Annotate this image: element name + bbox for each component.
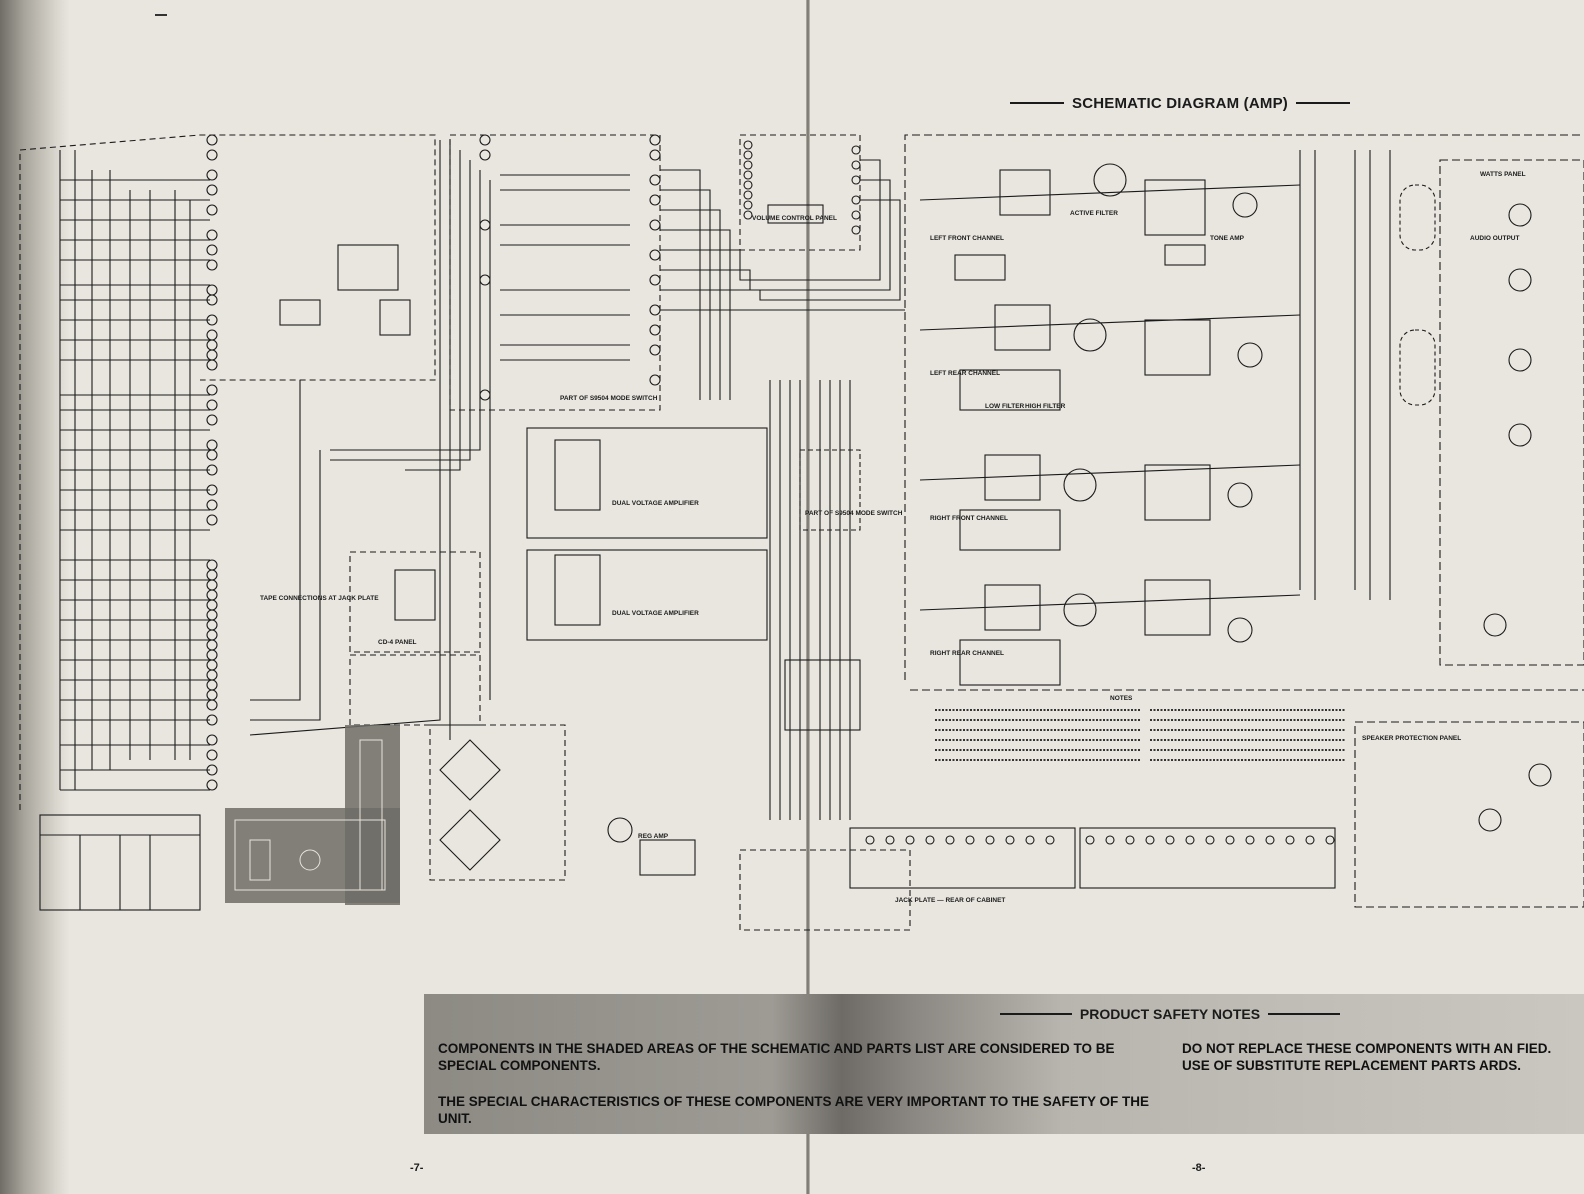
function-switch-strip — [849, 827, 1076, 889]
dual-voltage-amp-label-2: DUAL VOLTAGE AMPLIFIER — [612, 610, 699, 617]
book-binding-shadow — [0, 0, 70, 1194]
left-rear-label: LEFT REAR CHANNEL — [930, 370, 1000, 377]
dual-voltage-amp-label-1: DUAL VOLTAGE AMPLIFIER — [612, 500, 699, 507]
switch-contacts — [479, 134, 661, 401]
notes-text-lines — [935, 709, 1345, 761]
cd4-panel-box — [349, 551, 481, 653]
speaker-protection-label: SPEAKER PROTECTION PANEL — [1362, 735, 1461, 742]
right-front-label: RIGHT FRONT CHANNEL — [930, 515, 1008, 522]
safety-heading-text: PRODUCT SAFETY NOTES — [1079, 1006, 1261, 1022]
page-number-right: -8- — [1192, 1162, 1206, 1174]
title-rule-left — [1010, 102, 1065, 104]
page-title: SCHEMATIC DIAGRAM (AMP) — [1010, 92, 1351, 114]
channel-row-1 — [919, 163, 1301, 281]
center-ic — [784, 659, 861, 731]
channel-row-3 — [919, 454, 1301, 551]
speaker-protection-box — [1354, 721, 1584, 908]
page-title-text: SCHEMATIC DIAGRAM (AMP) — [1072, 94, 1288, 112]
volume-control-label: VOLUME CONTROL PANEL — [752, 215, 837, 222]
mode-switch-label-2: PART OF S9504 MODE SWITCH — [805, 510, 903, 517]
safety-rule-right — [1268, 1013, 1341, 1015]
main-harness — [249, 140, 491, 740]
shielded-cables — [1399, 184, 1436, 406]
channel-row-2 — [919, 304, 1301, 411]
tone-amp-label: TONE AMP — [1210, 235, 1245, 242]
reg-amp-label: REG AMP — [638, 833, 669, 840]
tape-connections-label: TAPE CONNECTIONS AT JACK PLATE — [260, 595, 379, 602]
amp-panel-outline — [904, 134, 1584, 680]
high-filter-label: HIGH FILTER — [1025, 403, 1066, 410]
page-number-left: -7- — [410, 1162, 424, 1174]
watts-panel-label: WATTS PANEL — [1480, 171, 1526, 178]
low-filter-label: LOW FILTER — [985, 403, 1025, 410]
active-filter-label: ACTIVE FILTER — [1070, 210, 1118, 217]
right-rear-label: RIGHT REAR CHANNEL — [930, 650, 1004, 657]
safety-paragraph-1: COMPONENTS IN THE SHADED AREAS OF THE SC… — [438, 1041, 1115, 1073]
notes-heading: NOTES — [1110, 695, 1133, 702]
safety-paragraph-2: THE SPECIAL CHARACTERISTICS OF THESE COM… — [438, 1094, 1150, 1126]
safety-heading: PRODUCT SAFETY NOTES — [1000, 1004, 1341, 1024]
voltage-amp-box-2 — [526, 549, 768, 641]
page-fold — [806, 0, 810, 1194]
center-bus — [769, 380, 851, 820]
mode-switch-label-1: PART OF S9504 MODE SWITCH — [560, 395, 658, 402]
volume-harness — [330, 159, 905, 461]
input-connector-block — [19, 134, 436, 810]
volume-control-panel-box — [739, 134, 861, 251]
voltage-amp-box-1 — [526, 427, 768, 539]
safety-rule-left — [1000, 1013, 1072, 1015]
bridge-rectifier-2 — [439, 809, 501, 871]
connector-pins — [206, 134, 218, 791]
channel-row-4 — [919, 579, 1301, 686]
safety-notes-band — [424, 994, 1584, 1134]
shaded-safety-areas — [225, 725, 400, 905]
bridge-rectifier-1 — [439, 739, 501, 801]
safety-paragraph-3: DO NOT REPLACE THESE COMPONENTS WITH AN … — [1182, 1041, 1552, 1073]
jack-plate-label: JACK PLATE — REAR OF CABINET — [895, 897, 1005, 904]
title-rule-right — [1296, 102, 1351, 104]
mode-switch-panel — [449, 134, 661, 411]
signal-bus-lines — [60, 179, 210, 791]
ink-mark — [155, 14, 167, 16]
cd4-panel-label: CD-4 PANEL — [378, 639, 417, 646]
left-front-label: LEFT FRONT CHANNEL — [930, 235, 1004, 242]
audio-output-label: AUDIO OUTPUT — [1470, 235, 1520, 242]
jack-plate-pins — [865, 835, 1335, 845]
output-panel — [1439, 159, 1584, 666]
